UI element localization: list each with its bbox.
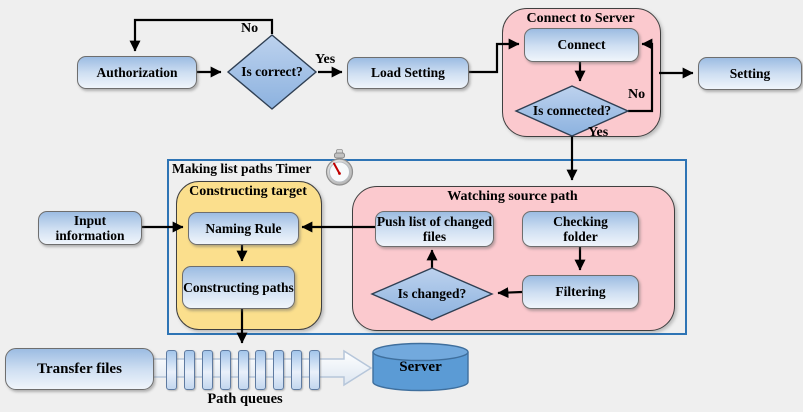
setting-label: Setting bbox=[729, 65, 771, 81]
is-connected-no-label: No bbox=[628, 87, 646, 102]
watching-source-path-group bbox=[352, 186, 675, 331]
connect-node: Connect bbox=[524, 28, 639, 62]
load-setting-node: Load Setting bbox=[347, 57, 469, 89]
setting-node: Setting bbox=[698, 57, 802, 90]
queue-bar bbox=[273, 350, 285, 390]
checking-folder-label: Checking folder bbox=[553, 213, 608, 244]
path-queues-label: Path queues bbox=[207, 391, 283, 407]
is-correct-no-label: No bbox=[241, 21, 259, 36]
queue-bar bbox=[201, 350, 213, 390]
naming-rule-node: Naming Rule bbox=[188, 212, 299, 245]
watching-source-path-title: Watching source path bbox=[447, 189, 578, 204]
transfer-files-node: Transfer files bbox=[5, 348, 154, 390]
queue-bar bbox=[237, 350, 249, 390]
input-information-label: Input information bbox=[55, 212, 125, 243]
making-list-paths-timer-group bbox=[167, 159, 687, 335]
load-setting-label: Load Setting bbox=[371, 65, 445, 81]
is-changed-label: Is changed? bbox=[397, 286, 467, 301]
queue-bar bbox=[255, 350, 267, 390]
queue-bar bbox=[219, 350, 231, 390]
queue-bar bbox=[183, 350, 195, 390]
naming-rule-label: Naming Rule bbox=[205, 220, 282, 236]
is-connected-yes-label: Yes bbox=[588, 125, 609, 140]
push-list-node: Push list of changed files bbox=[375, 211, 494, 247]
connect-label: Connect bbox=[557, 37, 606, 53]
constructing-paths-label: Constructing paths bbox=[183, 279, 294, 295]
constructing-paths-node: Constructing paths bbox=[182, 266, 295, 309]
transfer-files-label: Transfer files bbox=[37, 360, 122, 377]
queue-bar bbox=[309, 350, 320, 390]
queue-bar bbox=[166, 350, 177, 390]
is-connected-label: Is connected? bbox=[532, 103, 612, 118]
is-correct-yes-label: Yes bbox=[315, 52, 336, 67]
is-correct-label: Is correct? bbox=[241, 64, 303, 79]
input-information-node: Input information bbox=[38, 211, 142, 245]
push-list-label: Push list of changed files bbox=[376, 213, 493, 244]
constructing-target-title: Constructing target bbox=[189, 184, 307, 199]
server-label: Server bbox=[399, 359, 442, 375]
checking-folder-node: Checking folder bbox=[522, 211, 639, 247]
filtering-label: Filtering bbox=[555, 284, 606, 300]
authorization-node: Authorization bbox=[77, 56, 197, 89]
connect-to-server-title: Connect to Server bbox=[526, 11, 635, 26]
path-queue-bars bbox=[166, 350, 320, 390]
making-list-paths-timer-title: Making list paths Timer bbox=[172, 161, 312, 176]
queue-bar bbox=[291, 350, 303, 390]
filtering-node: Filtering bbox=[522, 275, 639, 309]
authorization-label: Authorization bbox=[96, 64, 178, 80]
